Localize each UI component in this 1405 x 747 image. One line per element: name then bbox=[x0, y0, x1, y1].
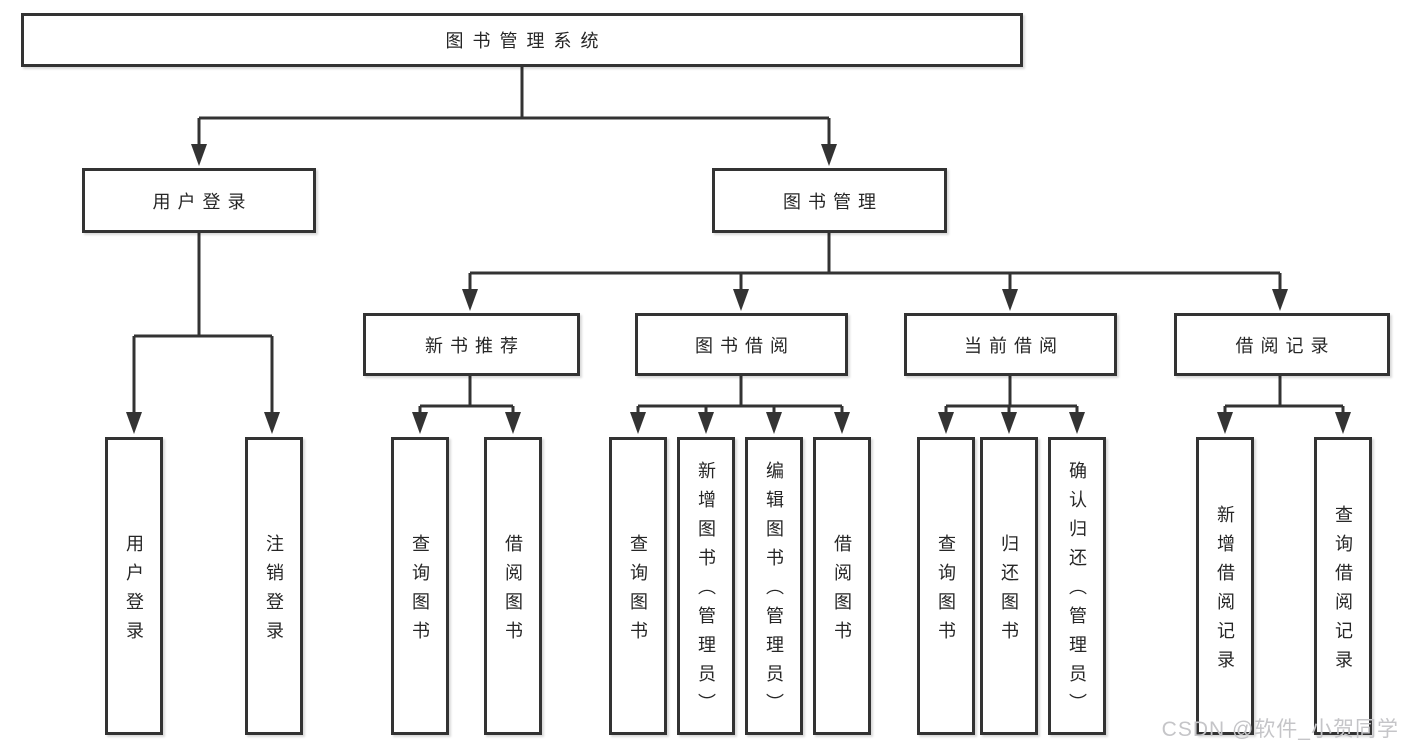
arrow-down-icon bbox=[1002, 289, 1018, 311]
node-label: 借阅记录 bbox=[1235, 335, 1336, 356]
arrow-down-icon bbox=[505, 412, 521, 434]
node-label: 查询图书 bbox=[936, 533, 956, 650]
arrow-down-icon bbox=[733, 289, 749, 311]
arrowheads-user-login bbox=[126, 412, 280, 434]
node-label: 归还图书 bbox=[999, 533, 1019, 650]
arrow-down-icon bbox=[462, 289, 478, 311]
node-label: 新增借阅记录 bbox=[1215, 504, 1235, 679]
arrowheads-borrow-records bbox=[1217, 412, 1351, 434]
arrow-down-icon bbox=[126, 412, 142, 434]
arrowheads-level2 bbox=[191, 144, 837, 166]
node-label: 查询图书 bbox=[410, 533, 430, 650]
csdn-watermark: CSDN @软件_小贺同学 bbox=[1161, 718, 1399, 741]
node-label: 编辑图书（管理员） bbox=[764, 461, 784, 722]
arrow-down-icon bbox=[1001, 412, 1017, 434]
leaf-return-book: 归还图书 bbox=[980, 437, 1038, 735]
node-label: 用户登录 bbox=[152, 191, 253, 212]
arrowheads-new-book bbox=[412, 412, 521, 434]
arrow-down-icon bbox=[1217, 412, 1233, 434]
node-label: 图书管理系统 bbox=[445, 31, 608, 51]
node-book-borrow: 图书借阅 bbox=[635, 313, 848, 376]
node-label: 用户登录 bbox=[124, 533, 144, 650]
node-label: 图书管理 bbox=[783, 191, 883, 212]
leaf-borrow-books: 借阅图书 bbox=[813, 437, 871, 735]
arrowheads-book-borrow bbox=[630, 412, 850, 434]
leaf-confirm-return-admin: 确认归还（管理员） bbox=[1048, 437, 1106, 735]
connector-book-management-children bbox=[468, 233, 1282, 291]
arrow-down-icon bbox=[412, 412, 428, 434]
node-user-login: 用户登录 bbox=[82, 168, 316, 233]
arrowheads-level3 bbox=[462, 289, 1288, 311]
node-label: 图书借阅 bbox=[695, 335, 795, 356]
node-label: 借阅图书 bbox=[832, 533, 852, 650]
arrow-down-icon bbox=[191, 144, 207, 166]
arrow-down-icon bbox=[698, 412, 714, 434]
arrow-down-icon bbox=[264, 412, 280, 434]
arrow-down-icon bbox=[938, 412, 954, 434]
node-current-borrow: 当前借阅 bbox=[904, 313, 1117, 376]
leaf-query-books-recommend: 查询图书 bbox=[391, 437, 449, 735]
leaf-query-borrow-record: 查询借阅记录 bbox=[1314, 437, 1372, 735]
node-label: 新书推荐 bbox=[425, 335, 525, 356]
leaf-borrow-books-recommend: 借阅图书 bbox=[484, 437, 542, 735]
leaf-add-book-admin: 新增图书（管理员） bbox=[677, 437, 735, 735]
node-label: 借阅图书 bbox=[503, 533, 523, 650]
connector-new-book-children bbox=[418, 376, 515, 414]
leaf-query-books-borrow: 查询图书 bbox=[609, 437, 667, 735]
node-label: 当前借阅 bbox=[964, 335, 1064, 356]
arrow-down-icon bbox=[821, 144, 837, 166]
arrow-down-icon bbox=[1272, 289, 1288, 311]
connector-book-borrow-children bbox=[636, 376, 844, 414]
arrow-down-icon bbox=[834, 412, 850, 434]
leaf-query-books-current: 查询图书 bbox=[917, 437, 975, 735]
node-library-system: 图书管理系统 bbox=[21, 13, 1023, 67]
arrow-down-icon bbox=[1069, 412, 1085, 434]
arrow-down-icon bbox=[1335, 412, 1351, 434]
connector-borrow-records-children bbox=[1223, 376, 1345, 414]
node-label: 查询图书 bbox=[628, 533, 648, 650]
arrow-down-icon bbox=[766, 412, 782, 434]
connector-root-to-level2 bbox=[197, 67, 831, 146]
node-label: 新增图书（管理员） bbox=[696, 461, 716, 722]
node-label: 确认归还（管理员） bbox=[1067, 461, 1087, 722]
node-book-management: 图书管理 bbox=[712, 168, 947, 233]
arrow-down-icon bbox=[630, 412, 646, 434]
connector-user-login-children bbox=[132, 233, 274, 414]
leaf-add-borrow-record: 新增借阅记录 bbox=[1196, 437, 1254, 735]
leaf-logout-login: 注销登录 bbox=[245, 437, 303, 735]
connector-current-borrow-children bbox=[944, 376, 1079, 414]
node-label: 注销登录 bbox=[264, 533, 284, 650]
arrowheads-current-borrow bbox=[938, 412, 1085, 434]
leaf-edit-book-admin: 编辑图书（管理员） bbox=[745, 437, 803, 735]
node-borrow-records: 借阅记录 bbox=[1174, 313, 1390, 376]
leaf-user-login: 用户登录 bbox=[105, 437, 163, 735]
node-new-book-recommend: 新书推荐 bbox=[363, 313, 580, 376]
node-label: 查询借阅记录 bbox=[1333, 504, 1353, 679]
